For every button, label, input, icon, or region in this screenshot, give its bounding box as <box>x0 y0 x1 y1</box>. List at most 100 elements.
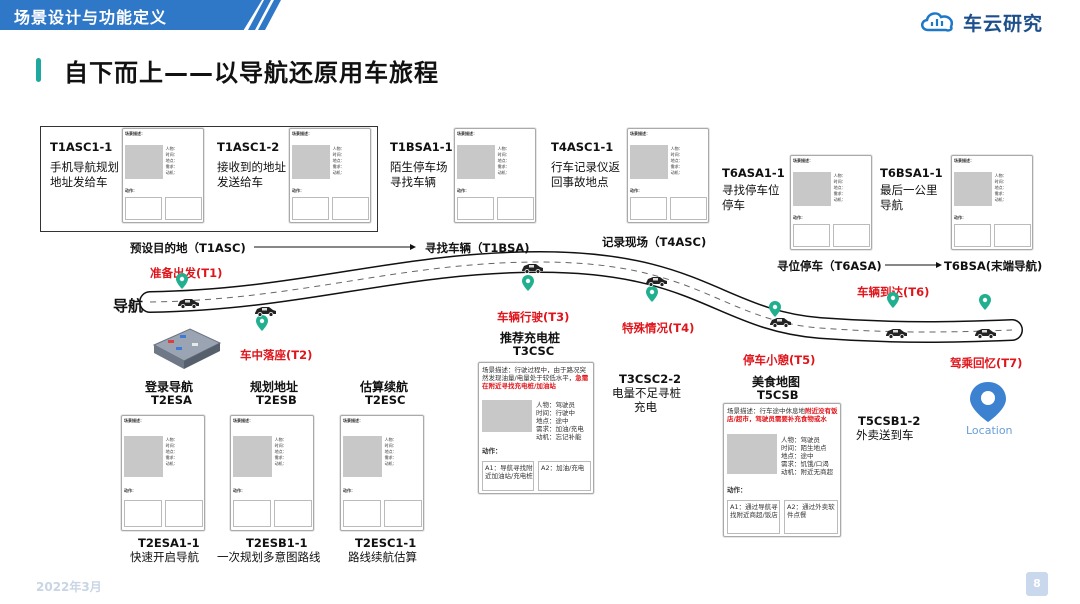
map-pin-icon <box>769 301 781 317</box>
scenario-code: T1ASC1-2 <box>217 140 280 154</box>
card-field-time: 时间： <box>497 152 510 158</box>
card-action-label: 动作： <box>457 187 469 193</box>
scene-code: T3CSC <box>513 344 555 358</box>
scenario-name: 电量不足寻桩 <box>612 386 681 400</box>
card-field-place: 地点： <box>274 448 287 454</box>
action-a2-text: A2：加油/充电 <box>541 464 585 472</box>
parking-building-icon <box>152 328 222 369</box>
card-field-time: 时间： <box>670 152 683 158</box>
flow-arrowhead <box>936 262 942 268</box>
action-box <box>630 197 667 221</box>
page-number: 8 <box>1026 572 1048 596</box>
card-field-person: 人物： <box>497 146 510 152</box>
flow-label: 记录现场（T4ASC) <box>602 235 707 249</box>
stage-label: 准备出发(T1) <box>150 266 223 280</box>
card-action-label: 动作： <box>233 487 245 493</box>
t5csb-scenario-card: 场景描述：行车途中休息地附近没有饭店/超市，驾驶员需要补充食物或水 人物：驾驶员… <box>723 403 841 537</box>
cloud-logo-icon <box>921 12 953 32</box>
action-box <box>273 499 312 528</box>
scenario-code: T6BSA1-1 <box>880 166 943 180</box>
card-field-person: 人物： <box>994 173 1007 179</box>
scenario-name: 一次规划多意图路线 <box>217 550 321 564</box>
card-field-place: 地点： <box>497 158 510 164</box>
card-field-need: 需求： <box>497 164 510 170</box>
card-field-place: 地点： <box>332 158 345 164</box>
scene-photo <box>727 434 777 474</box>
mini-scenario-card: 场景描述： 人物：时间：地点：需求：动机：动作： <box>230 415 314 531</box>
scene-photo <box>233 435 272 478</box>
card-person: 人物：驾驶员 <box>781 436 820 444</box>
scenario-code: T1ASC1-1 <box>50 140 113 154</box>
mini-scenario-card: 场景描述： 人物：时间：地点：需求：动机：动作： <box>340 415 424 531</box>
card-field-motive: 动机： <box>994 197 1007 203</box>
road-label: 导航 <box>113 297 144 315</box>
action-box <box>993 224 1031 248</box>
scenario-name: 充电 <box>634 400 657 414</box>
action-a2-text: A2：通过外卖软件点餐 <box>787 503 835 519</box>
mini-scenario-card: 场景描述： 人物：时间：地点：需求：动机：动作： <box>790 155 872 250</box>
card-field-place: 地点： <box>994 185 1007 191</box>
card-desc-label: 场景描述： <box>793 158 813 163</box>
scenario-code: T5CSB1-2 <box>858 414 921 428</box>
card-field-need: 需求： <box>165 454 178 460</box>
card-desc-label: 场景描述： <box>125 131 145 136</box>
card-field-person: 人物： <box>165 146 178 152</box>
card-time: 时间：陌生地点 <box>781 444 827 452</box>
page-title: 自下而上——以导航还原用车旅程 <box>64 59 439 87</box>
scene-photo <box>124 435 163 478</box>
card-field-person: 人物： <box>384 436 397 442</box>
card-field-time: 时间： <box>994 179 1007 185</box>
scene-title: 规划地址 <box>250 380 299 394</box>
action-box <box>124 499 162 528</box>
card-desc-label: 场景描述： <box>954 158 974 163</box>
card-desc-label: 场景描述： <box>457 131 477 136</box>
action-box <box>496 197 534 221</box>
card-field-need: 需求： <box>833 191 846 197</box>
scene-code: T2ESA <box>151 393 192 407</box>
card-field-motive: 动机： <box>165 460 178 466</box>
action-box <box>669 197 707 221</box>
t3csc-scenario-card: 场景描述：行驶过程中，由于路况突然发现油量/电量处于较低水平，急需在附近寻找充电… <box>478 362 594 494</box>
scene-photo <box>954 172 992 207</box>
car-icon <box>886 329 907 339</box>
card-action-label: 动作： <box>292 187 304 193</box>
car-icon <box>770 318 791 328</box>
action-box <box>164 197 202 221</box>
flow-label: T6BSA(末端导航) <box>944 259 1043 273</box>
card-action-label: 动作： <box>793 214 805 220</box>
card-field-place: 地点： <box>670 158 683 164</box>
title-accent <box>36 58 41 82</box>
card-action-label: 动作： <box>124 487 136 493</box>
scene-title: 推荐充电桩 <box>500 331 561 345</box>
action-box <box>383 499 422 528</box>
card-field-need: 需求： <box>274 454 287 460</box>
card-desc-label: 场景描述： <box>343 418 363 423</box>
scenario-name: 快速开启导航 <box>130 550 199 564</box>
card-field-place: 地点： <box>833 185 846 191</box>
scenario-name: 回事故地点 <box>551 175 609 189</box>
action-box <box>793 224 830 248</box>
card-field-need: 需求： <box>994 191 1007 197</box>
car-icon <box>522 264 543 274</box>
scenario-name: 寻找停车位 <box>722 183 780 197</box>
card-field-time: 时间： <box>165 442 178 448</box>
card-desc-label: 场景描述： <box>630 131 650 136</box>
stage-label: 驾乘回忆(T7) <box>950 356 1023 370</box>
scene-photo <box>125 145 163 180</box>
header-banner <box>0 0 262 30</box>
action-box <box>233 499 271 528</box>
card-field-person: 人物： <box>833 173 846 179</box>
scenario-name: 最后一公里 <box>880 183 938 197</box>
action-box <box>343 499 381 528</box>
location-label: Location <box>966 424 1013 437</box>
scene-photo <box>482 400 532 432</box>
card-field-need: 需求： <box>384 454 397 460</box>
stage-label: 车中落座(T2) <box>240 348 313 362</box>
scenario-code: T2ESA1-1 <box>138 536 200 550</box>
card-field-place: 地点： <box>165 448 178 454</box>
mini-scenario-card: 场景描述： 人物：时间：地点：需求：动机：动作： <box>289 128 371 223</box>
card-place: 地点：途中 <box>536 417 569 425</box>
scenario-name: 停车 <box>722 198 745 212</box>
location-pin-icon <box>970 382 1006 422</box>
mini-scenario-card: 场景描述： 人物：时间：地点：需求：动机：动作： <box>454 128 536 223</box>
